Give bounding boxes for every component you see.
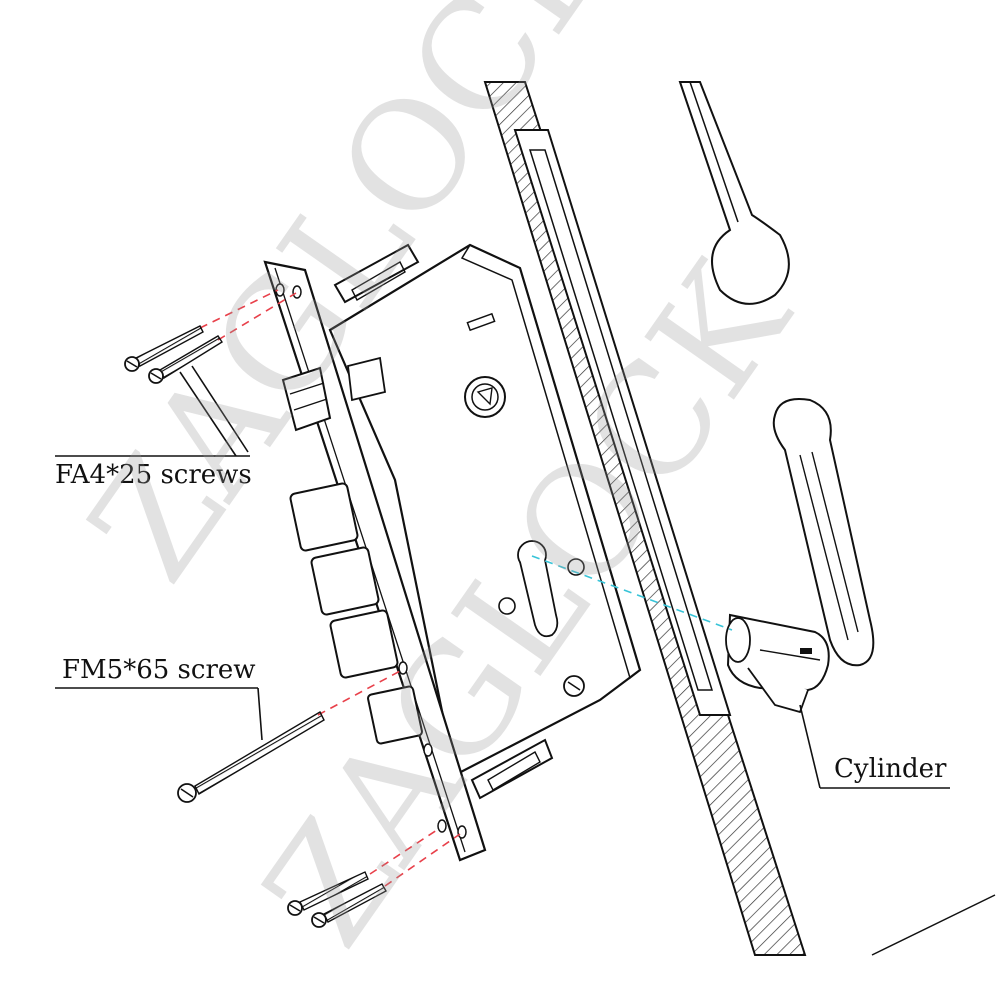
faceplate-hole-bottom-2 bbox=[457, 825, 467, 839]
mortise-pocket-inner bbox=[528, 149, 714, 691]
faceplate-hole-top-1 bbox=[275, 283, 285, 297]
fa4-screw-top-1 bbox=[124, 325, 204, 372]
label-fa4-screws: FA4*25 screws bbox=[55, 460, 252, 490]
deadbolt-4 bbox=[367, 685, 423, 745]
cylinder-hole bbox=[517, 540, 559, 638]
mount-hole-left bbox=[498, 597, 516, 615]
cylinder bbox=[725, 613, 830, 714]
screw-guide-lines bbox=[199, 289, 461, 887]
callout-fm5-screw: FM5*65 screw bbox=[55, 655, 263, 741]
faceplate-hole-bottom-1 bbox=[437, 819, 447, 833]
door bbox=[483, 81, 996, 956]
fm5-screw bbox=[177, 711, 325, 803]
latch-bolt bbox=[281, 356, 387, 432]
fa4-screw-bottom-2 bbox=[311, 883, 387, 928]
door-face-bottom-edge bbox=[871, 894, 996, 956]
fa4-screw-bottom-1 bbox=[287, 871, 369, 916]
faceplate-hole-top-2 bbox=[292, 285, 302, 299]
label-cylinder: Cylinder bbox=[834, 754, 947, 784]
leader-cylinder bbox=[799, 704, 821, 789]
leader-fm5 bbox=[257, 687, 263, 741]
leader-fa4-2 bbox=[191, 365, 249, 453]
label-fm5-screw: FM5*65 screw bbox=[62, 655, 256, 685]
callout-cylinder: Cylinder bbox=[799, 704, 950, 789]
deadbolt-2 bbox=[310, 546, 380, 616]
mortise-lock-body bbox=[328, 243, 642, 800]
fa4-screw-top-2 bbox=[148, 335, 223, 384]
leader-fa4-1 bbox=[179, 371, 237, 457]
deadbolt-1 bbox=[289, 482, 359, 552]
outer-handle bbox=[678, 81, 790, 305]
callout-fa4-screws: FA4*25 screws bbox=[55, 365, 252, 490]
case-bottom-screw bbox=[563, 675, 585, 697]
deadbolt-3 bbox=[329, 609, 399, 679]
inner-handle bbox=[772, 398, 875, 667]
cylinder-guide-line bbox=[531, 555, 733, 631]
top-slot bbox=[466, 312, 496, 332]
faceplate-hole-low bbox=[423, 743, 433, 757]
faceplate-hole-mid bbox=[398, 661, 408, 675]
spindle-hub bbox=[464, 376, 506, 418]
